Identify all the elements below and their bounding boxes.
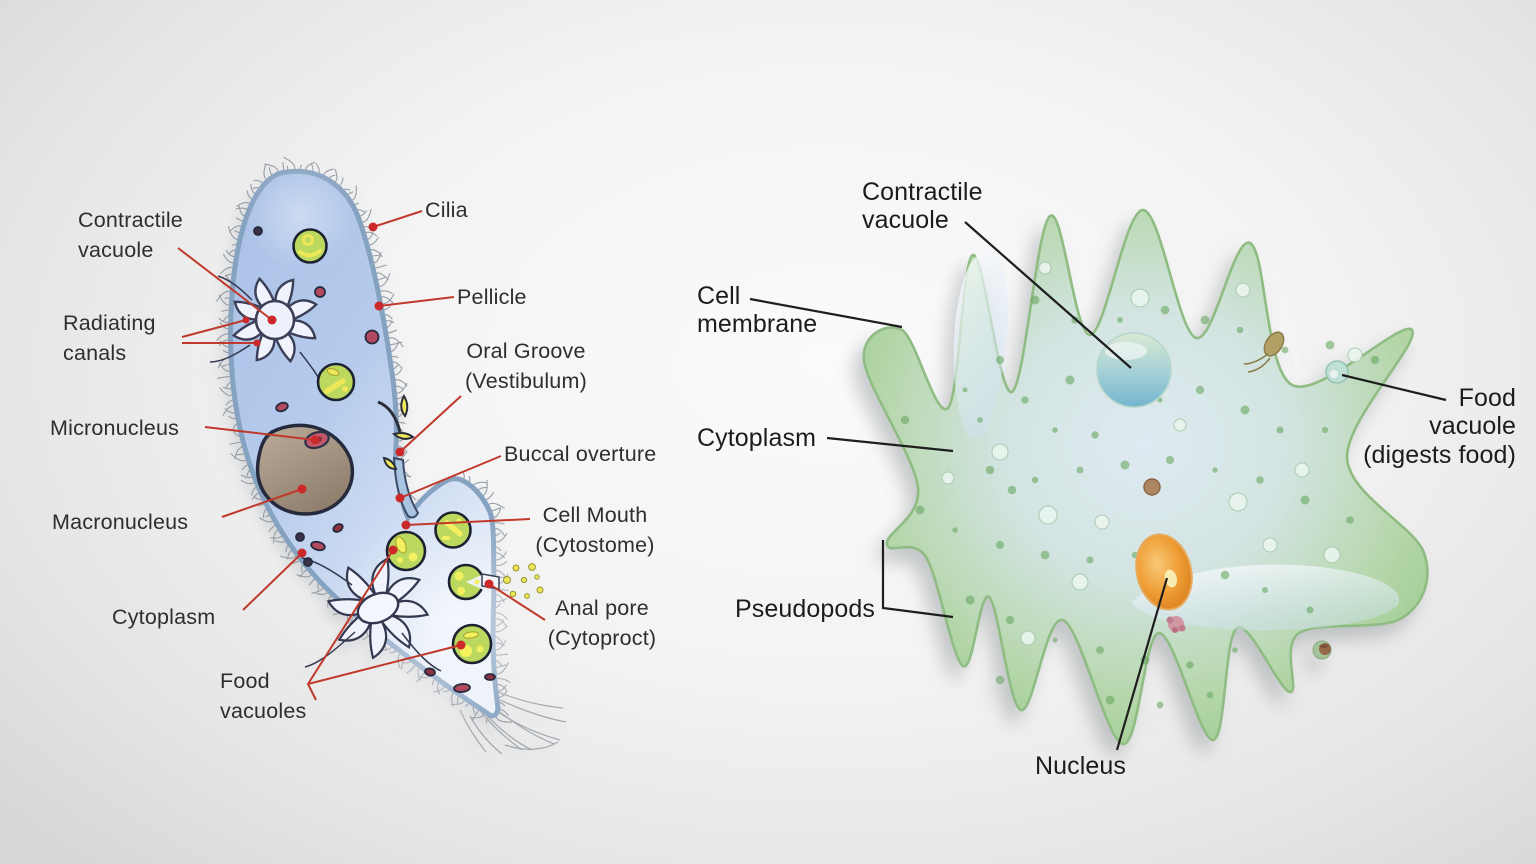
label-nucleus: Nucleus [1035,752,1127,780]
label-buccal-overture: Buccal overture [504,442,657,466]
label-amoeba-cytoplasm: Cytoplasm [697,424,816,452]
label-amoeba-food-vacuole: Food vacuole (digests food) [1363,384,1516,469]
label-food-vacuoles: Food vacuoles [220,669,307,723]
label-oral-groove: Oral Groove (Vestibulum) [465,339,587,393]
amoeba-vacuole-bubbles [941,261,1363,646]
label-contractile-vacuole: Contractile vacuole [78,208,183,262]
food-vacuole-b [316,362,356,402]
amoeba-gloss-upper [953,251,1008,440]
label-anal-pore: Anal pore (Cytoproct) [547,596,657,650]
label-pellicle: Pellicle [457,285,527,309]
paramecium-granules [253,226,496,693]
label-cell-mouth: Cell Mouth (Cytostome) [535,503,655,557]
paramecium-contractile-vacuole-shape [231,276,319,364]
food-vacuole-a [292,228,328,264]
amoeba-illustration [862,208,1429,746]
flagellate-prey [1243,331,1285,373]
label-radiating-canals: Radiating canals [63,311,156,365]
label-amoeba-contractile-vacuole: Contractile vacuole [862,178,983,235]
paramecium-leader-lines [177,210,546,701]
head-sheen [245,160,355,270]
amoeba-food-particle-brown [1143,478,1161,496]
label-cell-membrane: Cell membrane [697,282,818,339]
label-pseudopods: Pseudopods [735,595,876,623]
food-vacuole-d [434,511,472,549]
vestibulum-bacteria [382,393,415,471]
paramecium-illustration [209,156,567,755]
amoeba-gloss-lower [1132,564,1400,631]
label-cilia: Cilia [425,198,468,222]
buccal-funnel [392,456,420,519]
food-vacuole-cellmouth [385,530,427,572]
paramecium-contractile-vacuole-2-shape [326,557,430,660]
amoeba-leader-lines [749,221,1447,751]
label-cytoplasm: Cytoplasm [112,605,216,629]
oral-groove-mark [377,400,402,433]
amoeba-food-vacuole-shape [1325,360,1349,384]
macronucleus-shape [255,423,355,516]
amoeba-food-particle-pink [1166,616,1186,633]
expelled-waste-dots [503,563,544,599]
food-vacuole-analpore [447,563,486,601]
label-macronucleus: Macronucleus [52,510,189,534]
amoeba-contractile-vacuole-shape [1096,332,1172,408]
amoeba-nucleus-shape [1135,533,1193,611]
label-micronucleus: Micronucleus [50,416,180,440]
paramecium-leader-dots [242,222,494,650]
amoeba-food-particle-debris [1312,640,1332,660]
